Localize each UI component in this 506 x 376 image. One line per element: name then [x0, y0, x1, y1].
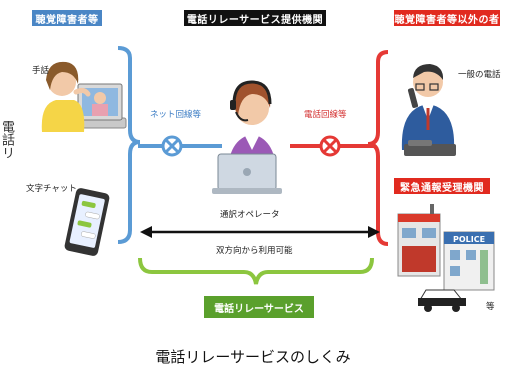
- label-general-phone: 一般の電話: [458, 70, 501, 80]
- emergency-buildings-illustration: POLICE: [397, 204, 495, 312]
- label-bidirectional: 双方向から利用可能: [216, 246, 293, 256]
- smartphone-illustration: [64, 188, 110, 256]
- header-relay-provider: 電話リレーサービス提供機関: [184, 10, 326, 26]
- header-emergency: 緊急通報受理機関: [394, 178, 490, 194]
- header-others: 聴覚障害者等以外の者: [394, 10, 500, 26]
- label-net-line: ネット回線等: [150, 110, 202, 120]
- label-sign-language: 手話: [32, 66, 50, 76]
- diagram-caption: 電話リレーサービスのしくみ: [155, 348, 351, 366]
- operator-illustration: [212, 80, 282, 194]
- police-sign: POLICE: [453, 235, 485, 244]
- label-phone-line: 電話回線等: [304, 110, 347, 120]
- sign-language-illustration: [41, 61, 127, 132]
- green-brace: [138, 257, 374, 285]
- header-hearing-impaired: 聴覚障害者等: [32, 10, 102, 26]
- label-text-chat: 文字チャット: [26, 184, 77, 194]
- label-interpreter: 通訳オペレータ: [220, 210, 280, 220]
- side-text: 電話リ: [0, 120, 14, 159]
- relay-service-box: 電話リレーサービス: [204, 296, 314, 318]
- businessman-illustration: [401, 64, 456, 156]
- label-etc: 等: [486, 302, 495, 312]
- left-brace: [117, 46, 141, 244]
